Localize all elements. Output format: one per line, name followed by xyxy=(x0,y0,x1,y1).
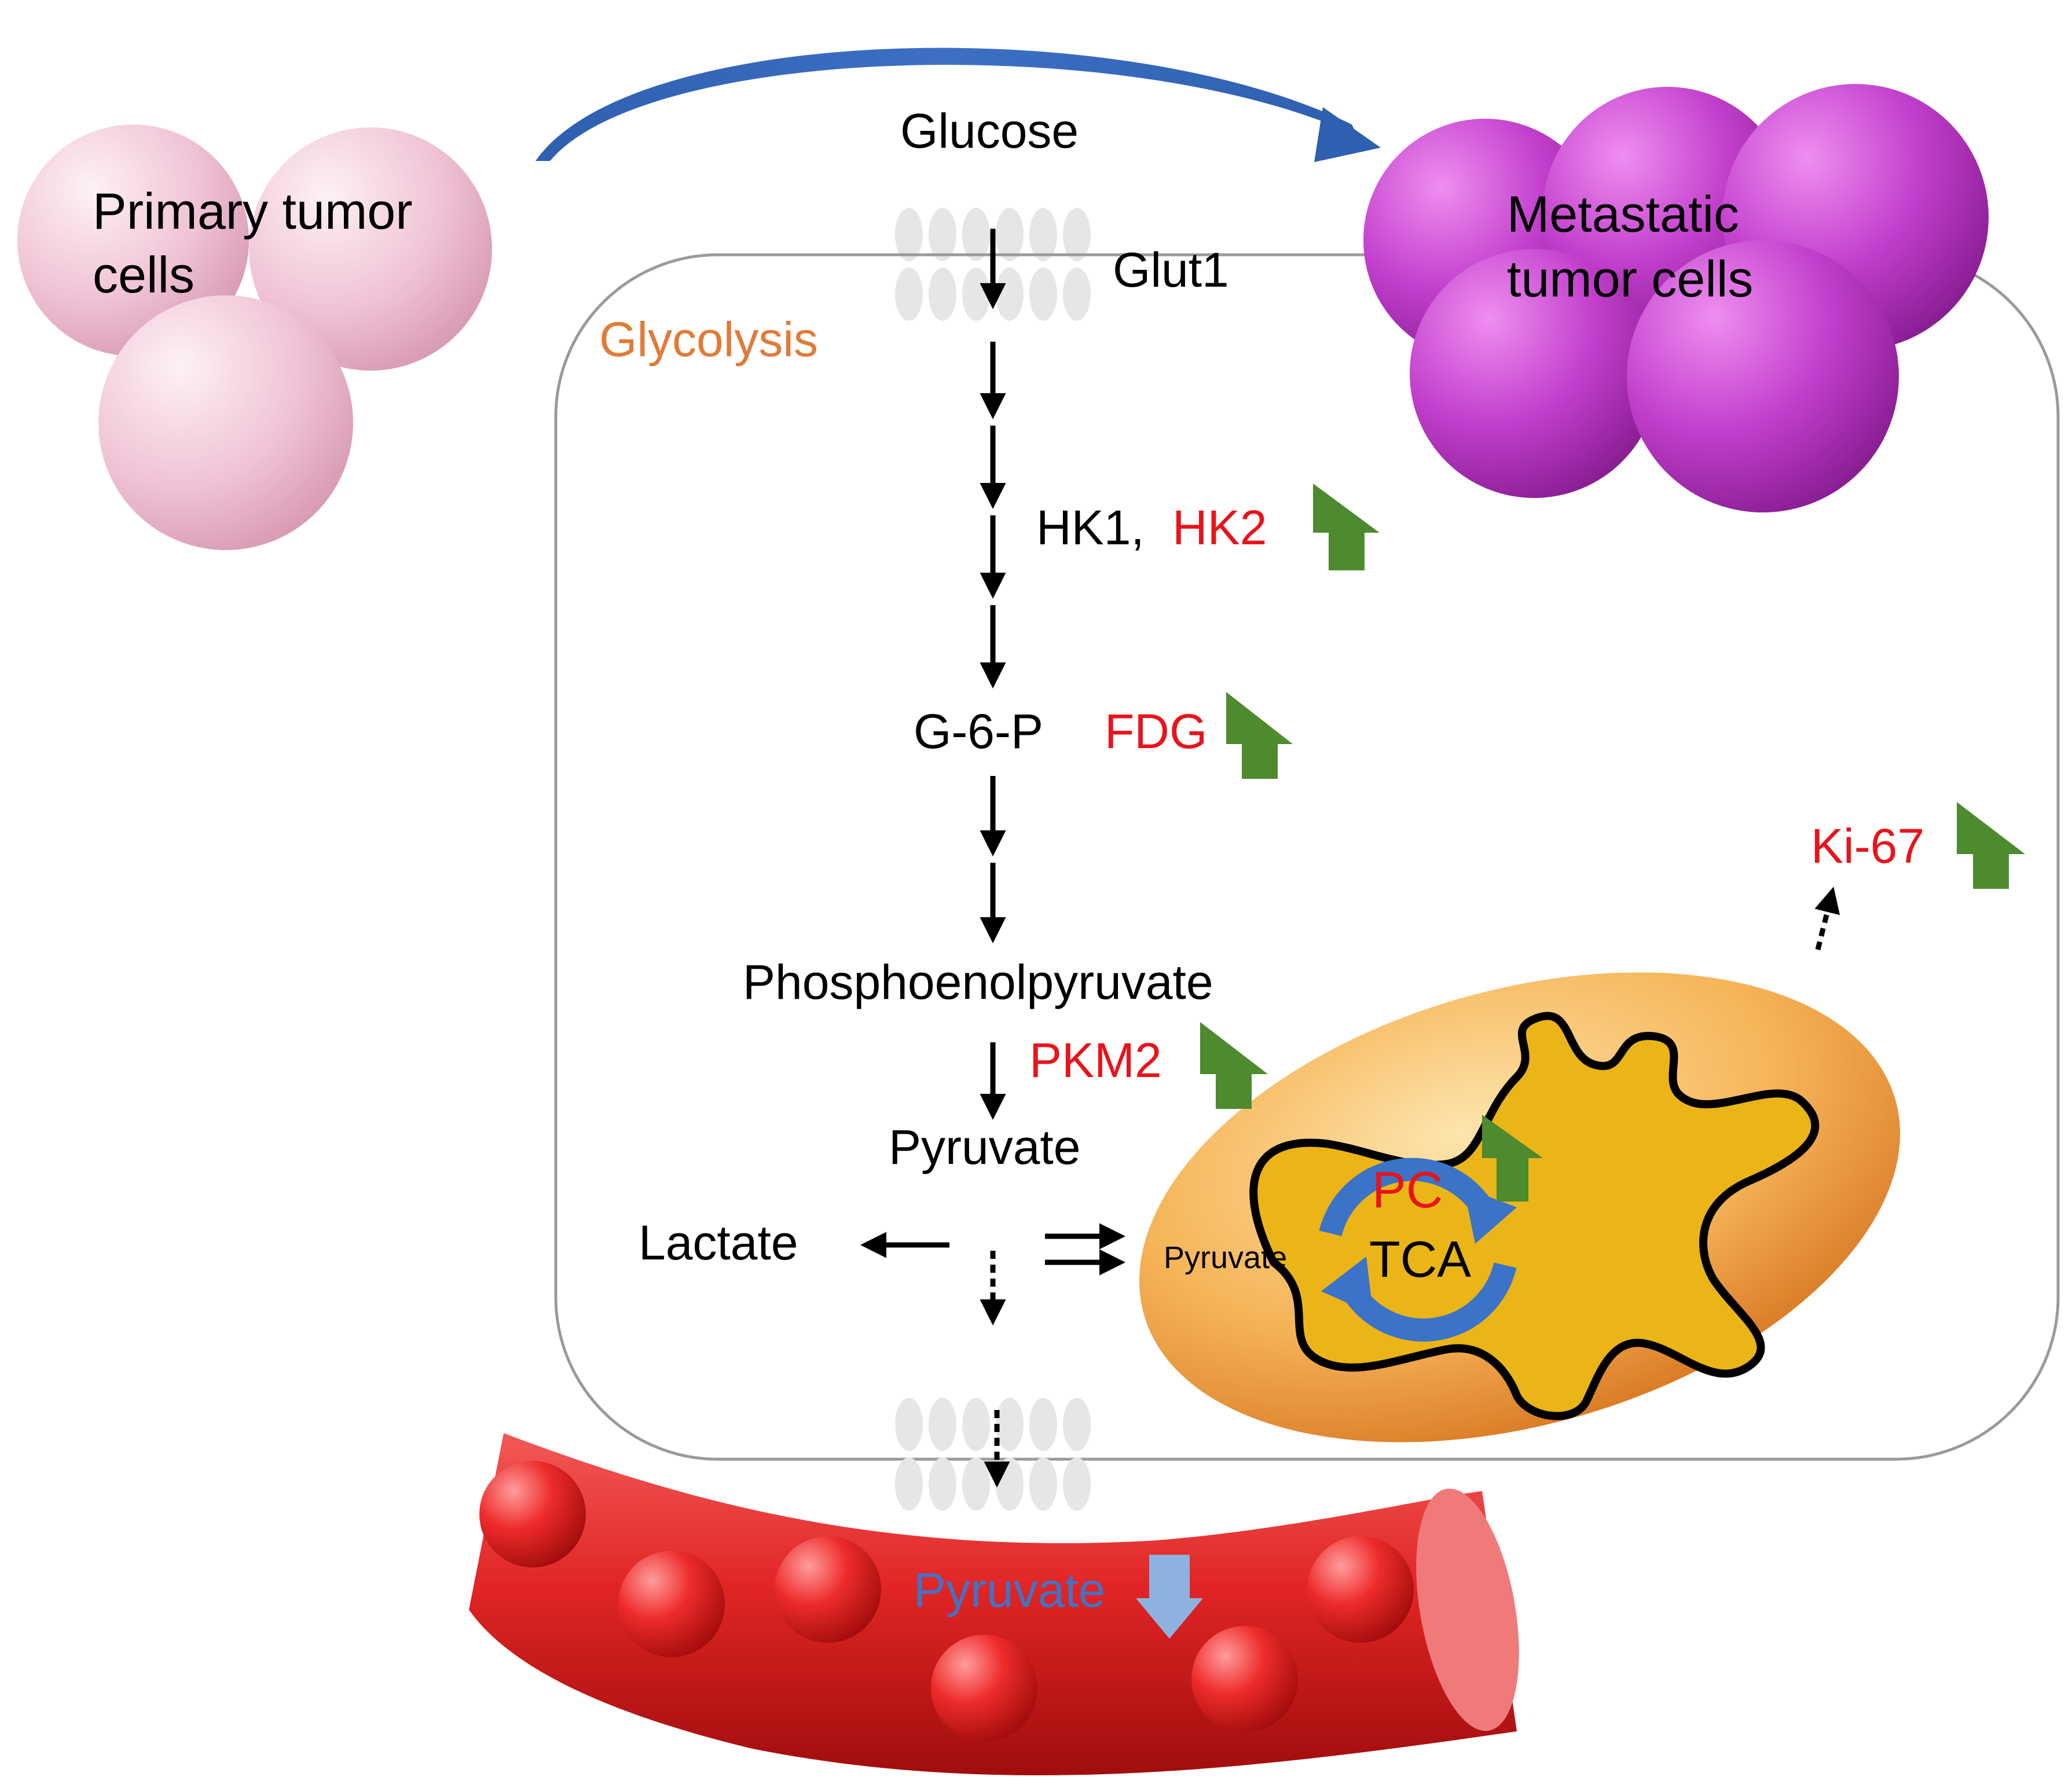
metastasis-curved-arrow xyxy=(536,47,1381,162)
pathway-arrows xyxy=(860,229,1125,1276)
green-up-arrow-icon xyxy=(1200,484,2025,1202)
primary-tumor-cells xyxy=(17,124,492,550)
glucose-label: Glucose xyxy=(900,104,1079,158)
fdg-label: FDG xyxy=(1105,704,1207,759)
circular-cycle-arrows-icon xyxy=(1319,1158,1517,1342)
dotted-pathway-arrows xyxy=(980,887,1840,1488)
pyruvate-mito-label: Pyruvate xyxy=(1164,1240,1287,1275)
light-blue-down-arrow-icon xyxy=(1136,1555,1203,1639)
primary-tumor-label-line2: cells xyxy=(93,246,195,303)
pep-label: Phosphoenolpyruvate xyxy=(743,955,1213,1009)
hk2-label: HK2 xyxy=(1172,500,1267,555)
metastatic-tumor-cells xyxy=(1363,84,1989,512)
pyruvate-label: Pyruvate xyxy=(889,1120,1081,1174)
transporter-bottom xyxy=(895,1398,1091,1511)
pc-label: PC xyxy=(1372,1161,1443,1218)
primary-tumor-label-line1: Primary tumor xyxy=(93,182,413,240)
ki67-label: Ki-67 xyxy=(1811,819,1924,873)
g6p-label: G-6-P xyxy=(914,704,1043,759)
tca-label: TCA xyxy=(1369,1230,1471,1288)
glycolysis-label: Glycolysis xyxy=(599,312,818,367)
glut1-transporter-top xyxy=(895,208,1091,321)
glut1-label: Glut1 xyxy=(1113,243,1229,297)
hk1-label: HK1, xyxy=(1036,500,1145,555)
mitochondrion xyxy=(1139,972,1901,1442)
red-blood-cells xyxy=(479,1461,1414,1741)
cell-membrane-outline xyxy=(554,253,2060,1461)
pkm2-label: PKM2 xyxy=(1029,1033,1162,1087)
pyruvate-blood-label: Pyruvate xyxy=(914,1563,1106,1617)
metastatic-label-line2: tumor cells xyxy=(1507,250,1753,307)
lactate-label: Lactate xyxy=(639,1215,798,1270)
metastatic-label-line1: Metastatic xyxy=(1507,185,1739,243)
